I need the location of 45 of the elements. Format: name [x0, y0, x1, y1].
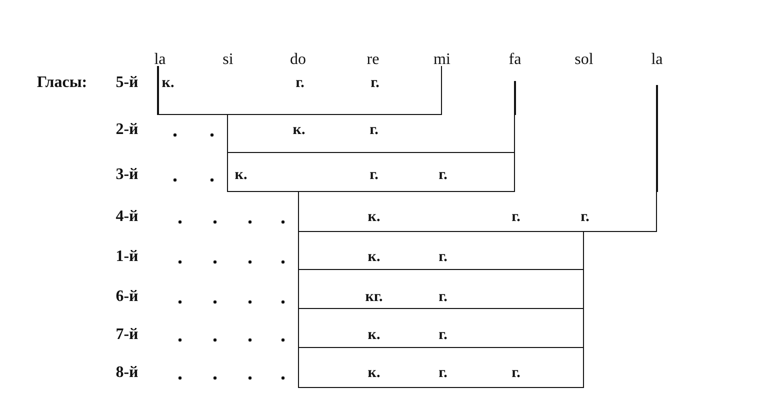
note-name: si	[222, 51, 234, 69]
tone-number: 5-й	[116, 74, 138, 92]
range-bracket	[298, 232, 584, 270]
tone-mark: к.	[162, 74, 174, 92]
range-bracket	[298, 192, 657, 232]
tone-number: 1-й	[116, 248, 138, 266]
tone-mark: г.	[580, 208, 590, 226]
tone-number: 8-й	[116, 364, 138, 382]
note-name: mi	[434, 51, 450, 69]
tone-mark: г.	[512, 364, 520, 382]
tone-mark: к.	[292, 121, 306, 139]
range-bracket	[298, 309, 584, 348]
note-name: fa	[508, 51, 522, 69]
tone-mark: кг.	[365, 288, 383, 306]
tone-mark: г.	[438, 248, 448, 266]
tone-mark: г.	[370, 121, 378, 139]
tone-mark: к.	[368, 364, 380, 382]
tone-number: 4-й	[116, 208, 138, 226]
tone-mark: г.	[512, 208, 520, 226]
tone-mark: к.	[368, 326, 380, 344]
tone-mark: к.	[368, 248, 380, 266]
tone-mark: к.	[368, 208, 380, 226]
tone-mark: г.	[370, 166, 378, 184]
note-name: la	[651, 51, 663, 69]
range-bracket	[227, 153, 515, 192]
tone-mark: г.	[438, 166, 448, 184]
tone-mark: г.	[438, 326, 448, 344]
tone-number: 3-й	[116, 166, 138, 184]
note-name: re	[366, 51, 380, 69]
tone-mark: г.	[370, 74, 380, 92]
range-bracket	[298, 270, 584, 309]
range-bracket	[157, 66, 442, 115]
note-name: la	[154, 51, 166, 69]
note-name: sol	[574, 51, 594, 69]
tone-number: 6-й	[116, 288, 138, 306]
tone-mark: к.	[234, 166, 248, 184]
row-heading: Гласы:	[36, 74, 88, 92]
range-bracket	[227, 115, 515, 153]
tone-number: 7-й	[116, 326, 138, 344]
range-bracket	[298, 348, 584, 388]
tone-mark: г.	[438, 364, 448, 382]
note-name: do	[290, 51, 306, 69]
tone-number: 2-й	[116, 121, 138, 139]
tone-mark: г.	[438, 288, 448, 306]
tone-mark: г.	[296, 74, 304, 92]
